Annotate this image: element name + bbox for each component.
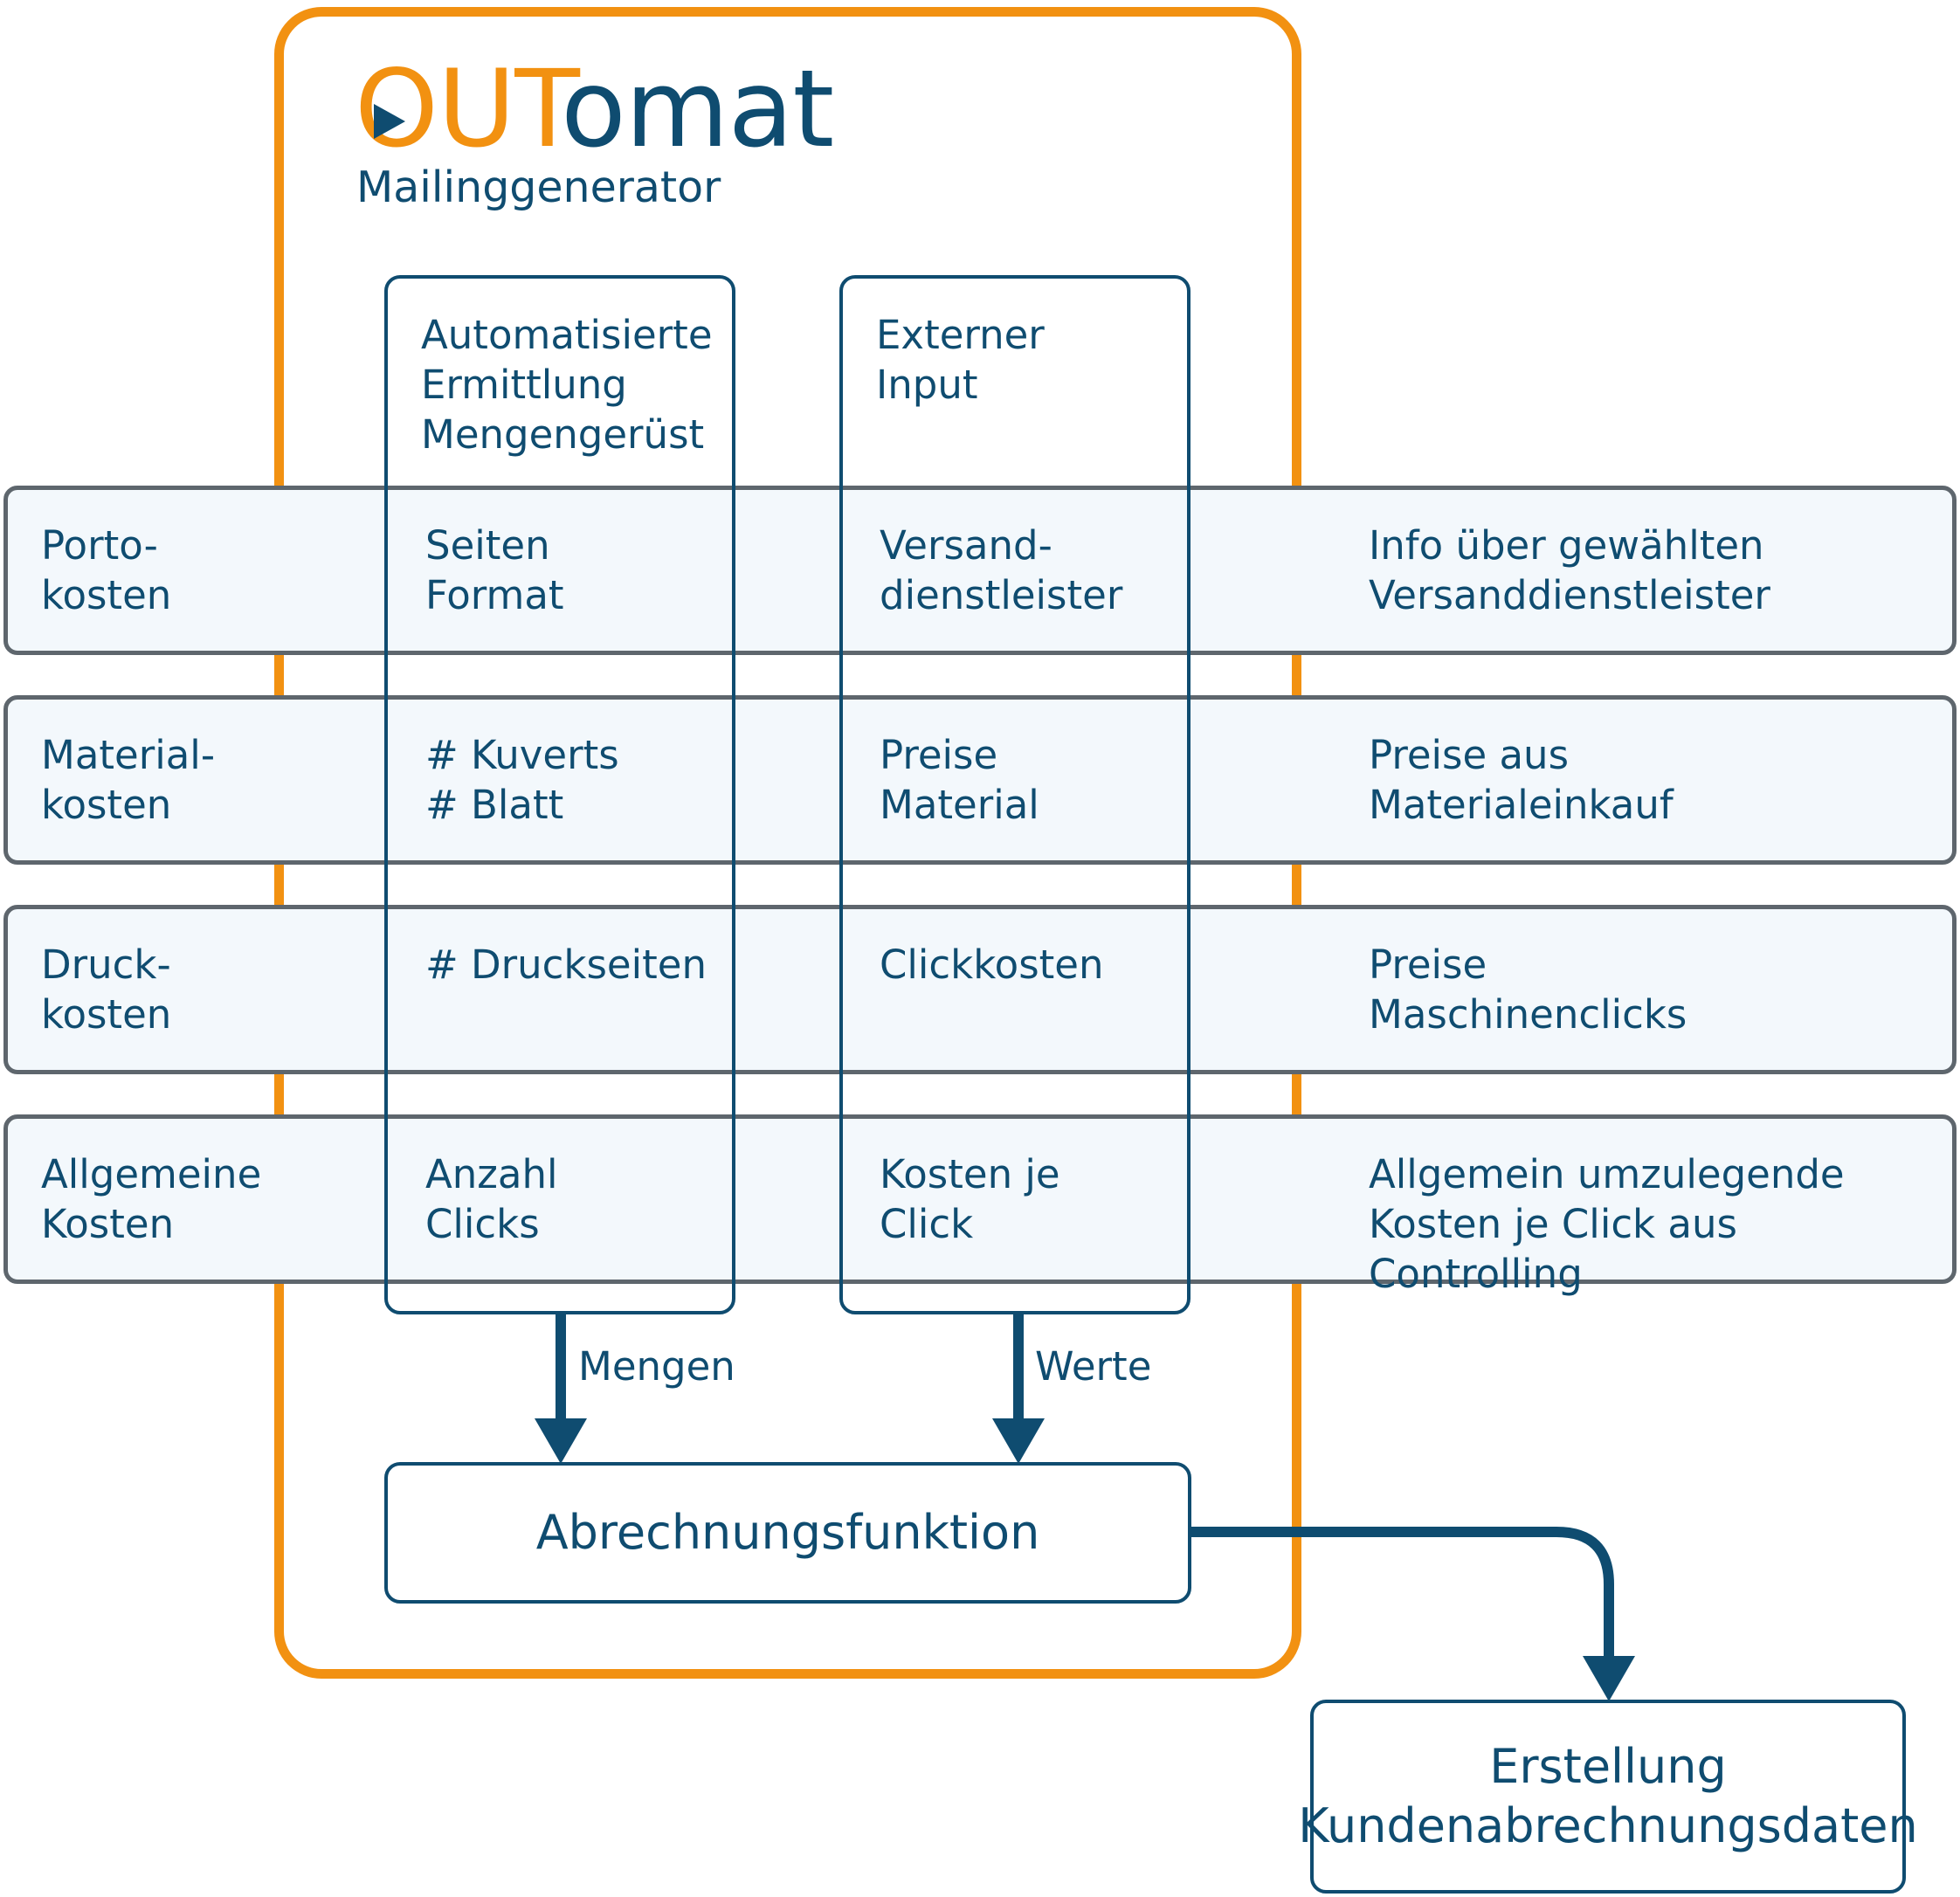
arrow-mengen <box>535 1314 587 1464</box>
logo-word-part2: omat <box>561 47 834 171</box>
row-label: Material- kosten <box>41 732 216 828</box>
billing-function-box: Abrechnungsfunktion <box>384 1462 1191 1604</box>
row-source: Preise aus Materialeinkauf <box>1369 732 1674 828</box>
row-druckkosten: Druck- kosten # Druckseiten Clickkosten … <box>3 905 1957 1074</box>
column-header: Externer Input <box>876 312 1045 408</box>
row-source: Preise Maschinenclicks <box>1369 942 1687 1038</box>
arrow-to-output <box>1190 1527 1635 1701</box>
arrow-label-mengen: Mengen <box>578 1343 735 1390</box>
row-input: Versand- dienstleister <box>880 522 1123 618</box>
row-materialkosten: Material- kosten # Kuverts # Blatt Preis… <box>3 695 1957 865</box>
row-quantity: Seiten Format <box>425 522 564 618</box>
row-input: Kosten je Click <box>880 1151 1060 1247</box>
row-input: Preise Material <box>880 732 1039 828</box>
play-triangle-icon <box>374 104 405 139</box>
row-input: Clickkosten <box>880 942 1104 988</box>
column-externer-input: Externer Input <box>839 275 1190 1314</box>
billing-function-label: Abrechnungsfunktion <box>535 1505 1040 1560</box>
column-mengengeruest: Automatisierte Ermittlung Mengengerüst <box>384 275 735 1314</box>
row-quantity: Anzahl Clicks <box>425 1151 558 1247</box>
row-label: Allgemeine Kosten <box>41 1151 262 1247</box>
row-portokosten: Porto- kosten Seiten Format Versand- die… <box>3 486 1957 655</box>
outomat-logo: OUTomat <box>355 52 834 168</box>
column-header: Automatisierte Ermittlung Mengengerüst <box>421 312 713 458</box>
row-source: Info über gewählten Versanddienstleister <box>1369 522 1770 618</box>
row-quantity: # Kuverts # Blatt <box>425 732 619 828</box>
logo-subtitle: Mailinggenerator <box>356 162 721 212</box>
row-label: Druck- kosten <box>41 942 172 1038</box>
arrow-label-werte: Werte <box>1035 1343 1152 1390</box>
output-box: Erstellung Kundenabrechnungsdaten <box>1298 1700 1918 1894</box>
arrow-werte <box>992 1314 1045 1464</box>
output-box-label: Erstellung Kundenabrechnungsdaten <box>1298 1739 1918 1853</box>
row-source: Allgemein umzulegende Kosten je Click au… <box>1369 1151 1845 1297</box>
row-label: Porto- kosten <box>41 522 172 618</box>
logo-word-part1: OUT <box>355 47 562 171</box>
logo-wordmark: OUTomat <box>355 52 834 166</box>
row-allgemeine-kosten: Allgemeine Kosten Anzahl Clicks Kosten j… <box>3 1114 1957 1297</box>
row-quantity: # Druckseiten <box>425 942 707 988</box>
